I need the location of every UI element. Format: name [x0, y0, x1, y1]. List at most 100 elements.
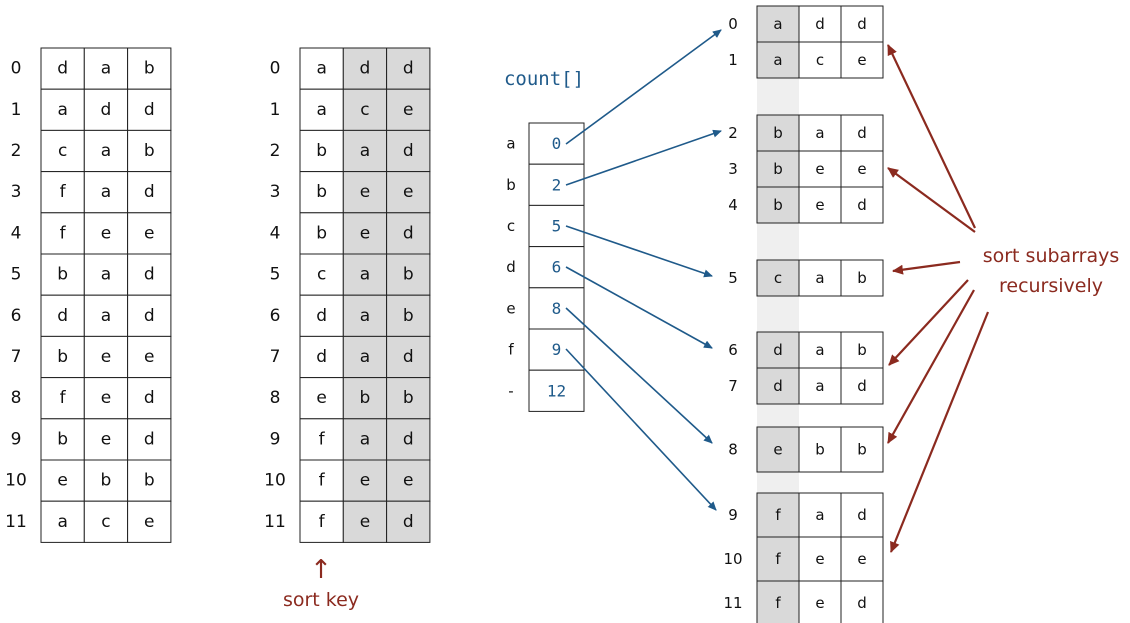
middle-table-cell [386, 418, 431, 461]
subarray-cell [798, 186, 842, 224]
subarray-index: 8 [728, 441, 738, 459]
left-table-cell-char: f [60, 223, 67, 243]
subarray-cell [840, 186, 884, 224]
middle-table-index: 2 [270, 141, 281, 161]
subarray-cell-char: e [815, 594, 824, 612]
subarray-cell-char: d [773, 377, 783, 395]
left-table-cell-char: f [60, 182, 67, 202]
left-table-cell-char: a [101, 182, 111, 202]
subarray-index: 5 [728, 269, 738, 287]
count-key: - [508, 382, 513, 400]
subarray-cell [840, 580, 884, 623]
left-table-cell-char: d [144, 265, 155, 285]
left-table-cell [127, 171, 172, 214]
subarray-cell [798, 5, 842, 43]
subarray-cell [840, 114, 884, 152]
middle-table-cell [386, 500, 431, 543]
recursion-arrow [889, 311, 990, 553]
left-table-cell-char: c [58, 141, 67, 161]
left-table-cell [40, 459, 85, 502]
count-cell [528, 246, 585, 289]
annotation-line2: recursively [999, 275, 1103, 297]
subarray-cell [798, 259, 842, 297]
middle-table-index: 7 [270, 347, 281, 367]
subarray-cell-char: a [773, 51, 782, 69]
subarray-cell-char: e [815, 160, 824, 178]
left-table-cell [40, 335, 85, 379]
subarray-cell-char: b [773, 196, 783, 214]
middle-table-cell-char: e [360, 512, 370, 532]
middle-table-cell-char: e [403, 100, 413, 120]
left-table-cell [127, 253, 172, 296]
subarray-cell-char: d [815, 15, 825, 33]
left-table-cell [127, 294, 172, 337]
left-table-cell-char: b [144, 141, 155, 161]
subarray-cell [840, 259, 884, 297]
left-table-cell [127, 418, 172, 461]
subarray-index: 2 [728, 124, 738, 142]
subarray-cell [756, 186, 800, 224]
middle-table-cell-char: d [403, 347, 414, 367]
middle-table-cell-char: b [316, 182, 327, 202]
subarray-cell [840, 367, 884, 405]
middle-table-cell-char: d [360, 59, 371, 79]
count-cell [528, 163, 585, 206]
left-table-cell-char: d [57, 59, 68, 79]
middle-table-cell-char: c [317, 265, 326, 285]
count-arrow [565, 266, 713, 349]
left-table-cell-char: d [144, 100, 155, 120]
middle-table-cell-char: c [360, 100, 369, 120]
left-table-cell [127, 88, 172, 131]
middle-table-cell-char: b [316, 223, 327, 243]
count-key: a [506, 135, 515, 153]
subarray-cell-char: d [857, 594, 867, 612]
middle-table-cell-char: f [319, 512, 326, 532]
left-table-cell-char: d [144, 182, 155, 202]
subarray-cell-char: f [775, 594, 781, 612]
middle-table-cell [342, 253, 388, 296]
left-table-cell [83, 212, 129, 255]
left-table-index: 8 [11, 388, 22, 408]
left-table-cell [40, 171, 85, 214]
subarray-cell [756, 331, 800, 369]
left-table-cell [83, 253, 129, 296]
middle-table-index: 8 [270, 388, 281, 408]
middle-table-cell-char: e [316, 388, 326, 408]
middle-table-cell [299, 500, 344, 543]
subarray-cell-char: b [773, 160, 783, 178]
middle-table-cell-char: f [319, 429, 326, 449]
left-table-index: 1 [11, 100, 22, 120]
middle-table-cell-char: d [316, 306, 327, 326]
left-table-cell-char: e [144, 512, 154, 532]
subarray-cell-char: e [815, 550, 824, 568]
sort-key-arrow: ↑ [310, 555, 332, 585]
subarray-cell [756, 367, 800, 405]
count-value: 2 [552, 175, 562, 194]
subarray-cell [756, 492, 800, 538]
recursion-arrow [887, 289, 975, 444]
count-cell [528, 328, 585, 371]
middle-table-cell [299, 171, 344, 214]
subarray-cell-char: d [857, 15, 867, 33]
count-arrow [565, 307, 713, 444]
middle-table-cell [342, 212, 388, 255]
subarray-cell-char: d [857, 506, 867, 524]
middle-table-cell-char: a [316, 59, 326, 79]
subarray-cell [756, 580, 800, 623]
left-table-cell-char: e [101, 223, 111, 243]
count-arrow [565, 29, 722, 145]
subarray-cell [840, 41, 884, 79]
left-table-cell [40, 418, 85, 461]
count-arrow [565, 225, 713, 278]
count-key: e [506, 299, 515, 317]
left-table-cell [40, 294, 85, 337]
middle-table-cell [386, 88, 431, 131]
left-table-cell-char: a [101, 306, 111, 326]
left-table-cell-char: b [57, 265, 68, 285]
middle-table-cell-char: d [403, 141, 414, 161]
subarray-cell-char: f [775, 506, 781, 524]
